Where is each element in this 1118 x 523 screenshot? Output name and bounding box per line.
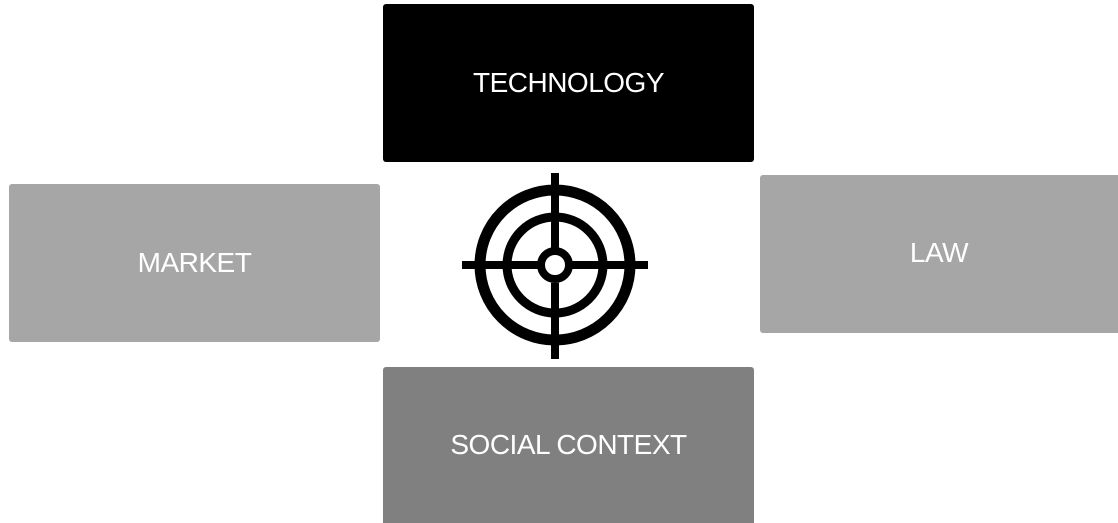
market-box: MARKET (9, 184, 380, 342)
market-label: MARKET (137, 247, 252, 278)
social-context-label: SOCIAL CONTEXT (450, 429, 687, 460)
target-center-ring (537, 247, 573, 283)
technology-label: TECHNOLOGY (472, 67, 665, 98)
law-label: LAW (909, 237, 969, 268)
law-box: LAW (760, 175, 1118, 333)
target-crosshair-icon (462, 173, 648, 359)
social-context-box: SOCIAL CONTEXT (383, 367, 754, 523)
technology-box: TECHNOLOGY (383, 4, 754, 162)
